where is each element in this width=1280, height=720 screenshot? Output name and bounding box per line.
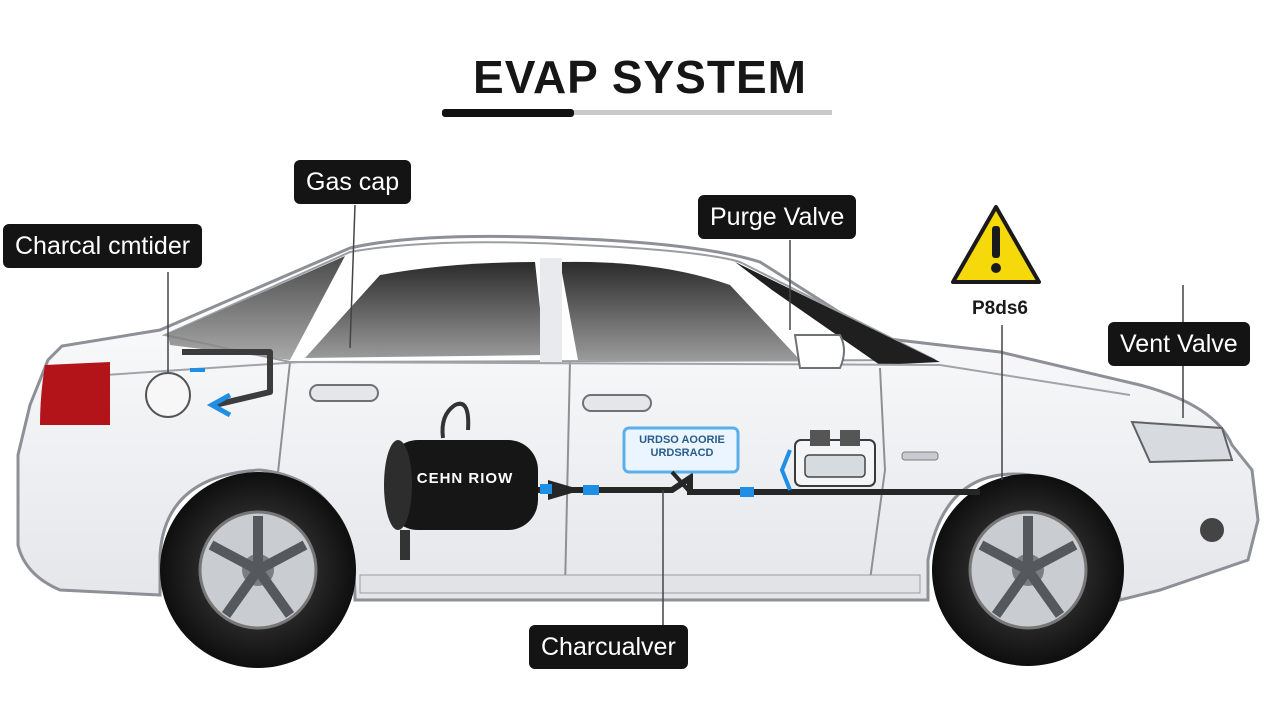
warning-triangle-icon: [951, 205, 1041, 284]
charcoal-canister: [384, 401, 538, 560]
label-purge-valve: Purge Valve: [698, 195, 857, 239]
label-gas-cap: Gas cap: [294, 160, 412, 204]
label-charcoal-bottom: Charcualver: [529, 625, 688, 669]
label-vent-valve: Vent Valve: [1108, 322, 1250, 366]
warning-code-text: P8ds6: [972, 298, 1028, 319]
purge-module-line-2: URDSRACD: [650, 447, 714, 459]
car-body: [16, 234, 1260, 602]
purge-module-text: URDSO AOORIE URDSRACD: [637, 434, 727, 460]
title-underline: [442, 109, 832, 117]
purge-module-line-1: URDSO AOORIE: [639, 434, 725, 446]
fuel-door-icon: [145, 349, 273, 418]
diagram-title: EVAP SYSTEM: [473, 51, 807, 103]
vent-valve-assembly: [779, 430, 876, 491]
label-charcoal-canister: Charcal cmtider: [3, 224, 203, 268]
front-wheel: [932, 474, 1124, 666]
vapor-hose: [538, 472, 980, 500]
canister-label: CEHN RIOW: [416, 470, 514, 487]
purge-valve-module: [622, 426, 740, 494]
rear-wheel: [160, 472, 356, 668]
